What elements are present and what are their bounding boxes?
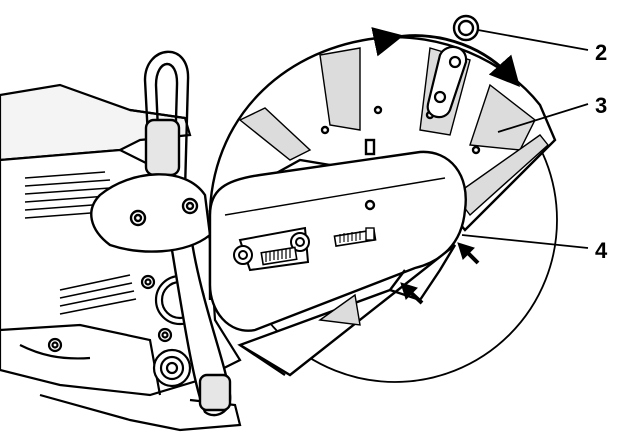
leader-lines xyxy=(461,29,589,249)
callout-3: 3 xyxy=(595,93,607,118)
rotation-arrow xyxy=(371,27,520,87)
leader-line-3 xyxy=(497,103,589,133)
callout-2: 2 xyxy=(595,40,607,65)
lower-guard-flap xyxy=(237,244,457,377)
belt-tensioner xyxy=(233,226,377,272)
callout-4: 4 xyxy=(595,238,608,263)
leader-line-4 xyxy=(461,234,589,249)
guard-pin xyxy=(452,14,480,42)
cooling-fins xyxy=(24,171,137,315)
pointer-arrow-icon xyxy=(457,242,480,265)
front-handle xyxy=(90,50,232,417)
leader-line-2 xyxy=(477,29,589,51)
pointer-arrow-icon xyxy=(400,282,424,305)
